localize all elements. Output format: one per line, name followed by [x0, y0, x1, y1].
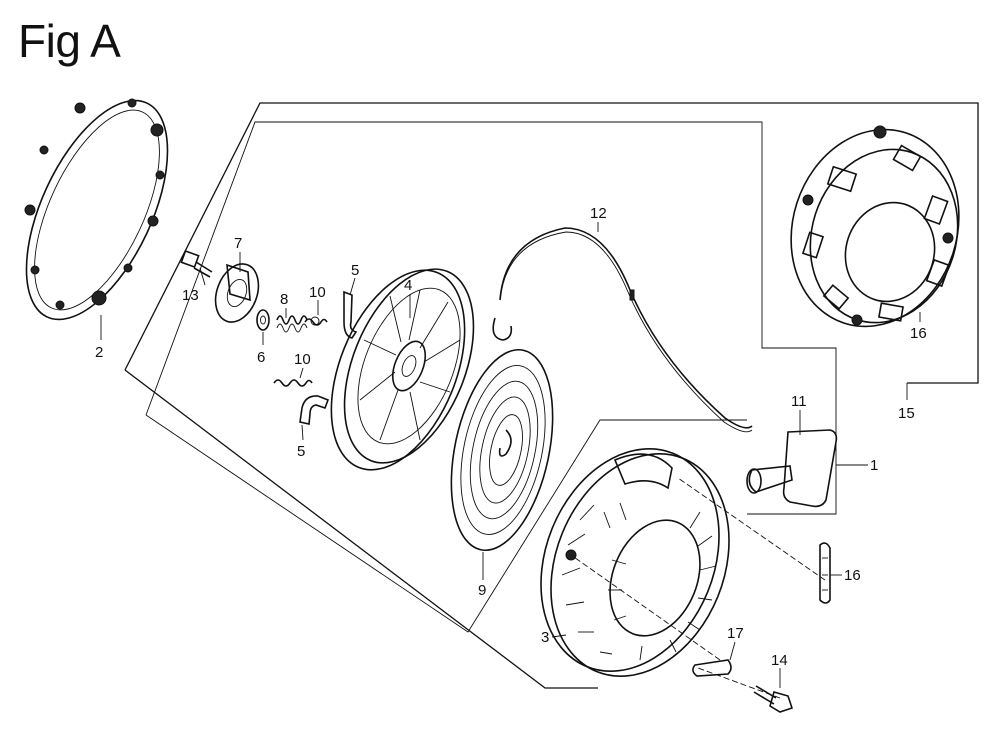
callout-12: 12	[590, 205, 607, 222]
callout-2: 2	[95, 344, 103, 361]
return-spring-lower	[273, 379, 313, 387]
callout-16-upper: 16	[910, 325, 927, 342]
assembly-outline	[124, 102, 979, 689]
leader-lines	[100, 222, 921, 699]
pawl-upper	[343, 290, 358, 339]
starter-rope	[492, 227, 753, 433]
callout-6: 6	[257, 349, 265, 366]
callout-10-lower: 10	[294, 351, 311, 368]
callout-11: 11	[791, 393, 807, 410]
callout-16-lower: 16	[844, 567, 861, 584]
rope-guide	[819, 542, 831, 604]
coil-spring	[276, 315, 308, 333]
callout-14: 14	[771, 652, 788, 669]
callout-5-lower: 5	[297, 443, 305, 460]
callout-13: 13	[182, 287, 199, 304]
callout-9: 9	[478, 582, 486, 599]
callout-4: 4	[404, 277, 412, 294]
figure-title: Fig A	[18, 15, 121, 67]
callout-8: 8	[280, 291, 288, 308]
callout-7: 7	[234, 235, 242, 252]
bolt-14	[753, 685, 794, 713]
gasket-ring	[24, 98, 169, 321]
callout-5-upper: 5	[351, 262, 359, 279]
ratchet-cam	[214, 263, 260, 323]
callout-labels: 2 7 13 8 6 10 10 5 5 4 12 9 16 15 11 1 1…	[95, 205, 927, 669]
callout-3: 3	[541, 629, 549, 646]
starter-case	[540, 448, 730, 677]
starter-grip	[746, 429, 838, 508]
fan-cover	[790, 125, 960, 328]
recoil-spring	[450, 348, 554, 552]
callout-1: 1	[870, 457, 878, 474]
reel-pulley	[330, 268, 475, 471]
bolt-13	[180, 249, 213, 278]
callout-10-upper: 10	[309, 284, 326, 301]
return-spring-upper	[304, 316, 328, 326]
pawl-lower	[299, 395, 330, 425]
callout-15: 15	[898, 405, 915, 422]
callout-17: 17	[727, 625, 744, 642]
washer	[256, 309, 270, 331]
spring-pin	[692, 659, 732, 677]
